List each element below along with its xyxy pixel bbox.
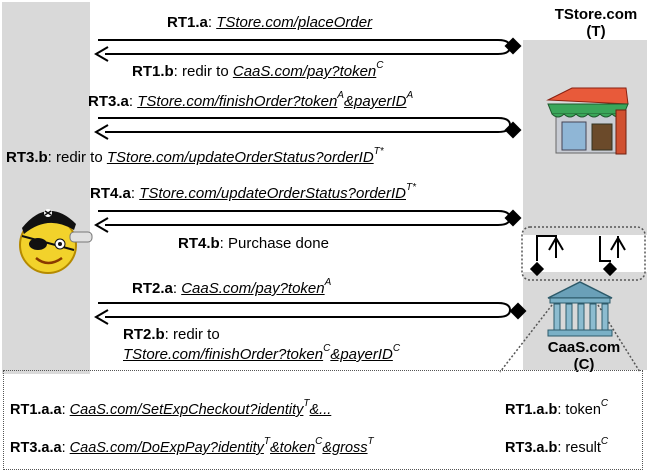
pirate-smiley-icon	[19, 209, 93, 274]
caas-abbr: (C)	[573, 356, 595, 373]
subcall-arrow-1	[529, 235, 564, 277]
rt1-arrow	[94, 37, 522, 62]
msg-rt2b-url: TStore.com/finishOrder?tokenC&payerIDC	[123, 343, 401, 364]
msg-rt3a: RT3.a: TStore.com/finishOrder?tokenA&pay…	[88, 90, 414, 111]
rt3-arrow	[94, 117, 522, 140]
rt4-arrow	[94, 209, 522, 233]
legend-row1-left: RT1.a.a: CaaS.com/SetExpCheckout?identit…	[10, 398, 332, 419]
tstore-abbr: (T)	[586, 23, 606, 40]
msg-rt2b: RT2.b: redir to	[123, 326, 220, 343]
url-rt1b: CaaS.com/pay?token	[232, 63, 377, 80]
msg-rt1a: RT1.a: TStore.com/placeOrder	[167, 14, 373, 31]
tstore-label: TStore.com (T)	[546, 6, 646, 40]
rt2-arrow	[94, 302, 527, 325]
tstore-name: TStore.com	[554, 6, 638, 23]
msg-rt3b: RT3.b: redir to TStore.com/updateOrderSt…	[6, 146, 384, 167]
msg-rt4a: RT4.a: TStore.com/updateOrderStatus?orde…	[90, 182, 416, 203]
legend-row2-right: RT3.a.b: resultC	[505, 436, 609, 457]
subcall-dotted-box	[521, 226, 646, 281]
legend-box	[3, 370, 643, 470]
caas-label: CaaS.com (C)	[534, 339, 634, 373]
attacker-column	[2, 2, 90, 374]
legend-row1-right: RT1.a.b: tokenC	[505, 398, 609, 419]
caas-name: CaaS.com	[547, 339, 621, 356]
url-rt1a: TStore.com/placeOrder	[216, 14, 373, 31]
subcall-arrow-2	[599, 236, 626, 277]
legend-row2-left: RT3.a.a: CaaS.com/DoExpPay?identityT&tok…	[10, 436, 374, 457]
bank-building-icon	[547, 281, 613, 337]
msg-rt1b: RT1.b: redir to CaaS.com/pay?tokenC	[132, 60, 384, 81]
msg-rt4b: RT4.b: Purchase done	[178, 235, 329, 252]
msg-rt2a: RT2.a: CaaS.com/pay?tokenA	[132, 277, 332, 298]
storefront-icon	[546, 87, 629, 155]
